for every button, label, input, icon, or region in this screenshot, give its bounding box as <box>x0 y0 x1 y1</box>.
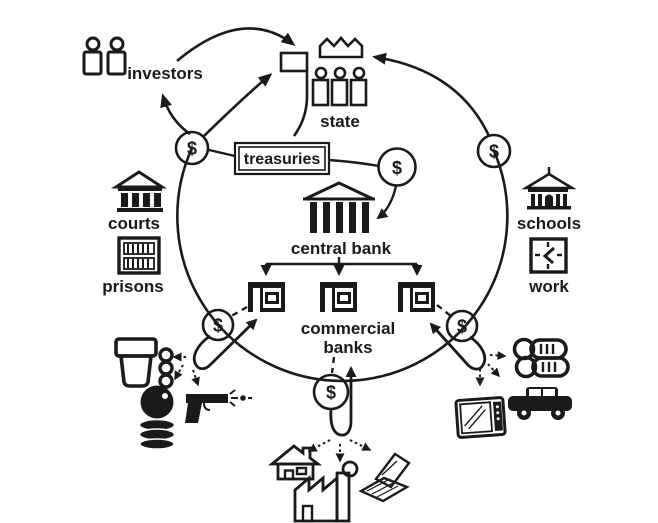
svg-text:$: $ <box>326 383 336 403</box>
treasuries-box <box>233 141 331 176</box>
goods-right-group <box>454 337 572 439</box>
svg-text:$: $ <box>392 158 402 178</box>
oil-barrels-icon <box>138 385 176 450</box>
svg-text:$: $ <box>213 316 223 336</box>
dashed-bank-to-coin-left <box>227 305 248 320</box>
state-group: state <box>279 36 368 137</box>
dollar-coin-bottom-left: $ <box>201 308 235 342</box>
prisons-group: prisons <box>102 236 164 296</box>
state-flag-icon <box>279 51 309 137</box>
gun-icon <box>185 389 252 423</box>
svg-text:$: $ <box>457 317 467 337</box>
dollar-coins: $ $ $ $ $ $ <box>174 130 512 411</box>
dollar-coin-central-bank: $ <box>377 147 417 187</box>
tv-icon <box>454 396 507 439</box>
prison-bars-icon <box>117 236 161 275</box>
courthouse-icon <box>110 170 168 212</box>
house-icon <box>268 444 323 481</box>
state-officials-icon <box>311 66 368 107</box>
school-building-icon <box>521 167 577 210</box>
car-icon <box>508 387 572 420</box>
credit-circle <box>176 147 509 383</box>
burgers-icon <box>512 337 570 379</box>
loop-arrow-left <box>192 318 258 371</box>
commercial-bank-icon <box>320 282 357 312</box>
commercial-banks-label-line1: commercial <box>301 319 396 338</box>
commercial-bank-icon <box>398 282 435 312</box>
courts-label: courts <box>108 214 160 233</box>
courts-group: courts <box>108 170 168 233</box>
investors-people-icon <box>82 36 127 76</box>
work-label: work <box>528 277 569 296</box>
central-bank-group: central bank <box>260 181 423 276</box>
work-group: work <box>528 237 569 296</box>
treasuries-label: treasuries <box>244 151 321 168</box>
schools-group: schools <box>517 167 581 233</box>
central-bank-distribution <box>260 257 423 276</box>
arrow-investors-to-state <box>176 27 296 62</box>
factory-icon <box>293 460 359 523</box>
commercial-banks-label-line2: banks <box>323 338 372 357</box>
commercial-bank-icon <box>248 282 285 312</box>
investors-label: investors <box>127 64 203 83</box>
flow-arrows <box>160 27 491 437</box>
treasuries-link-right <box>328 158 380 168</box>
state-label: state <box>320 112 360 131</box>
dollar-coin-state-right: $ <box>476 133 512 169</box>
arrow-coin-to-state <box>203 73 273 137</box>
treasuries-group: treasuries <box>208 141 380 176</box>
laptop-icon <box>358 452 411 503</box>
central-bank-label: central bank <box>291 239 392 258</box>
spending-arrows <box>172 351 507 463</box>
goods-left-group <box>114 337 252 450</box>
commercial-banks-group: commercial banks <box>248 282 435 357</box>
state-crown-icon <box>318 36 364 59</box>
loop-arrow-middle <box>329 366 357 437</box>
central-bank-building-icon <box>303 181 375 233</box>
dollar-coin-bottom-middle: $ <box>312 373 350 411</box>
arrow-circle-to-state <box>372 52 491 137</box>
svg-text:$: $ <box>187 139 197 159</box>
treasuries-link-left <box>208 148 236 158</box>
arrow-coin-to-central-bank <box>376 185 398 220</box>
loop-arrow-right <box>429 322 487 371</box>
svg-text:$: $ <box>489 142 499 162</box>
work-clock-icon <box>529 237 568 274</box>
arrow-coin-to-investors <box>160 93 191 136</box>
dollar-coin-bottom-right: $ <box>445 309 479 343</box>
dashed-bank-to-coin-middle <box>330 356 336 374</box>
goods-middle-group <box>268 444 411 523</box>
treasuries-box-inner <box>238 146 326 171</box>
dashed-bank-to-coin-right <box>436 304 453 318</box>
schools-label: schools <box>517 214 581 233</box>
investors-group: investors <box>82 36 203 83</box>
prisons-label: prisons <box>102 277 163 296</box>
dollar-coin-treasury-left: $ <box>174 130 210 166</box>
pot-icon <box>114 337 158 388</box>
stacked-rings-icon <box>158 347 174 389</box>
